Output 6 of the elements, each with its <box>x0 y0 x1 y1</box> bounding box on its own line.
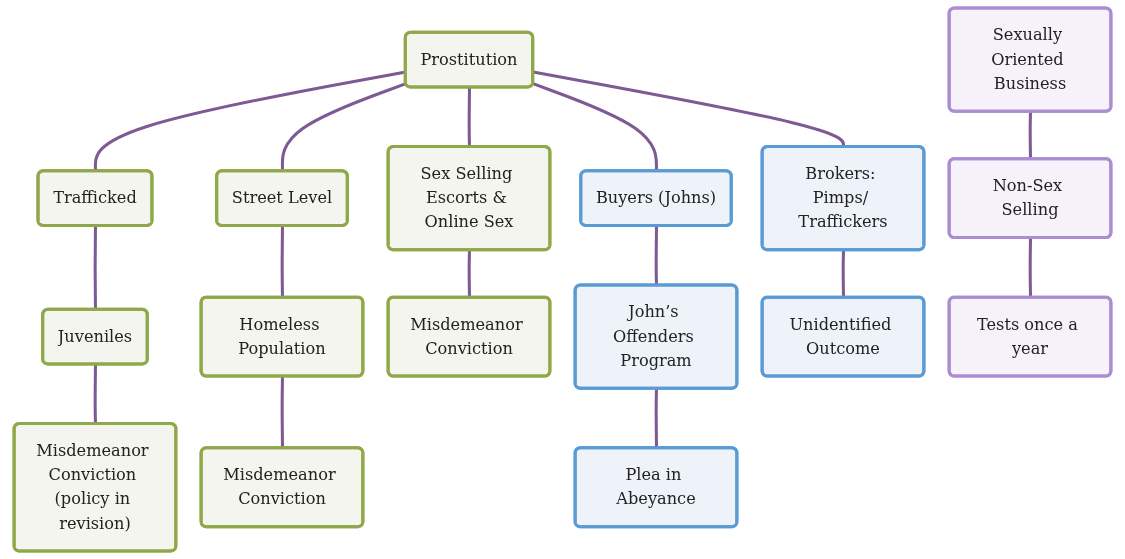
connector <box>1028 238 1033 298</box>
connector <box>280 225 284 298</box>
connector <box>841 250 846 298</box>
connector <box>93 225 97 310</box>
connector <box>467 250 471 298</box>
connector <box>654 225 659 286</box>
